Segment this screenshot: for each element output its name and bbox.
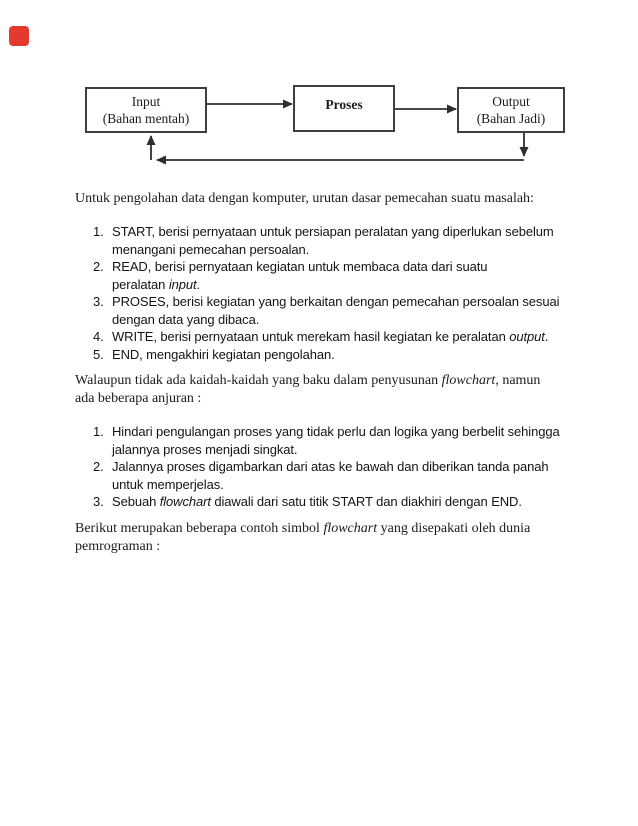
list-item: 2. Jalannya proses digambarkan dari atas … (75, 458, 595, 493)
text-segment: WRITE, berisi pernyataan untuk merekam h… (112, 329, 510, 344)
text-segment: untuk memperjelas. (112, 476, 224, 492)
flowchart-box-proses: Proses (293, 85, 395, 132)
text-segment: diawali dari satu titik START dan diakhi… (210, 494, 522, 509)
text-segment: ada beberapa anjuran : (75, 391, 202, 406)
list-item: 2. READ, berisi pernyataan kegiatan untuk… (75, 258, 595, 293)
text-segment: Untuk pengolahan data dengan komputer, u… (75, 191, 534, 206)
box-label: Input (131, 94, 161, 109)
text-segment: Sebuah (112, 494, 160, 509)
text-segment: Jalannya proses digambarkan dari atas ke… (112, 459, 549, 474)
text-line: Walaupun tidak ada kaidah-kaidah yang ba… (75, 372, 595, 390)
text-line: jalannya proses menjadi singkat. (112, 441, 595, 459)
text-line: dengan data yang dibaca. (112, 311, 595, 329)
list-item-number: 2. (93, 459, 104, 474)
text-line: peralatan input. (112, 276, 595, 294)
text-segment: Berikut merupakan beberapa contoh simbol (75, 520, 324, 536)
box-label: (Bahan mentah) (102, 111, 190, 126)
text-line: Hindari pengulangan proses yang tidak pe… (112, 423, 595, 441)
italic-term: flowchart (323, 520, 378, 536)
text-line: Jalannya proses digambarkan dari atas ke… (112, 458, 595, 476)
text-segment: dengan data yang dibaca. (112, 311, 260, 327)
text-line: Sebuah flowchart diawali dari satu titik… (112, 493, 595, 511)
text-line: END, mengakhiri kegiatan pengolahan. (112, 346, 595, 364)
box-label: Output (492, 94, 530, 109)
flowchart-box-input: Input (Bahan mentah) (85, 87, 207, 133)
text-segment: READ, berisi pernyataan kegiatan untuk m… (112, 259, 488, 274)
list-item: 3. Sebuah flowchart diawali dari satu tit… (75, 493, 595, 511)
text-segment: . (196, 276, 201, 292)
text-segment: Hindari pengulangan proses yang tidak pe… (112, 424, 560, 439)
numbered-list: 1. START, berisi pernyataan untuk persiap… (75, 223, 595, 363)
text-line: ada beberapa anjuran : (75, 390, 595, 408)
text-segment: Walaupun tidak ada kaidah-kaidah yang ba… (75, 373, 442, 388)
text-line: Berikut merupakan beberapa contoh simbol… (75, 520, 595, 538)
text-line: menangani pemecahan persoalan. (112, 241, 595, 259)
text-line: WRITE, berisi pernyataan untuk merekam h… (112, 328, 595, 346)
numbered-list: 1. Hindari pengulangan proses yang tidak … (75, 423, 595, 511)
text-line: untuk memperjelas. (112, 476, 595, 494)
text-segment: START, berisi pernyataan untuk persiapan… (112, 224, 554, 239)
italic-term: flowchart (159, 494, 211, 509)
text-segment: END, mengakhiri kegiatan pengolahan. (112, 346, 335, 362)
list-item-number: 3. (93, 294, 104, 309)
text-segment: peralatan (112, 276, 169, 292)
text-segment: , namun (495, 373, 541, 388)
text-segment: . (544, 329, 549, 344)
list-item: 5. END, mengakhiri kegiatan pengolahan. (75, 346, 595, 364)
text-segment: pemrograman : (75, 538, 161, 554)
italic-term: output (509, 329, 545, 344)
list-item-number: 4. (93, 329, 104, 344)
text-line: START, berisi pernyataan untuk persiapan… (112, 223, 595, 241)
flowchart-box-output: Output (Bahan Jadi) (457, 87, 565, 133)
text-line: pemrograman : (75, 538, 595, 556)
list-item: 1. START, berisi pernyataan untuk persiap… (75, 223, 595, 258)
list-item: 3. PROSES, berisi kegiatan yang berkaitan… (75, 293, 595, 328)
text-segment: PROSES, berisi kegiatan yang berkaitan d… (112, 294, 560, 309)
list-item: 1. Hindari pengulangan proses yang tidak … (75, 423, 595, 458)
document-body: Untuk pengolahan data dengan komputer, u… (75, 190, 595, 571)
list-item-number: 2. (93, 259, 104, 274)
box-label: Proses (325, 97, 363, 112)
list-item-number: 3. (93, 494, 104, 509)
list-item: 4. WRITE, berisi pernyataan untuk merekam… (75, 328, 595, 346)
text-segment: yang disepakati oleh dunia (377, 520, 531, 536)
text-segment: jalannya proses menjadi singkat. (112, 441, 298, 457)
text-line: Untuk pengolahan data dengan komputer, u… (75, 190, 595, 208)
paragraph: Berikut merupakan beberapa contoh simbol… (75, 520, 595, 556)
list-item-number: 5. (93, 346, 104, 362)
paragraph: Walaupun tidak ada kaidah-kaidah yang ba… (75, 372, 595, 408)
text-segment: menangani pemecahan persoalan. (112, 241, 310, 257)
flowchart-diagram: Input (Bahan mentah) Proses Output (Baha… (0, 0, 638, 180)
italic-term: input (168, 276, 197, 292)
italic-term: flowchart (441, 373, 496, 388)
box-label: (Bahan Jadi) (476, 111, 546, 126)
list-item-number: 1. (93, 224, 104, 239)
red-annotation-marker-icon (9, 26, 29, 46)
list-item-number: 1. (93, 424, 104, 439)
paragraph: Untuk pengolahan data dengan komputer, u… (75, 190, 595, 208)
text-line: PROSES, berisi kegiatan yang berkaitan d… (112, 293, 595, 311)
flowchart-arrows-layer (146, 99, 529, 165)
text-line: READ, berisi pernyataan kegiatan untuk m… (112, 258, 595, 276)
